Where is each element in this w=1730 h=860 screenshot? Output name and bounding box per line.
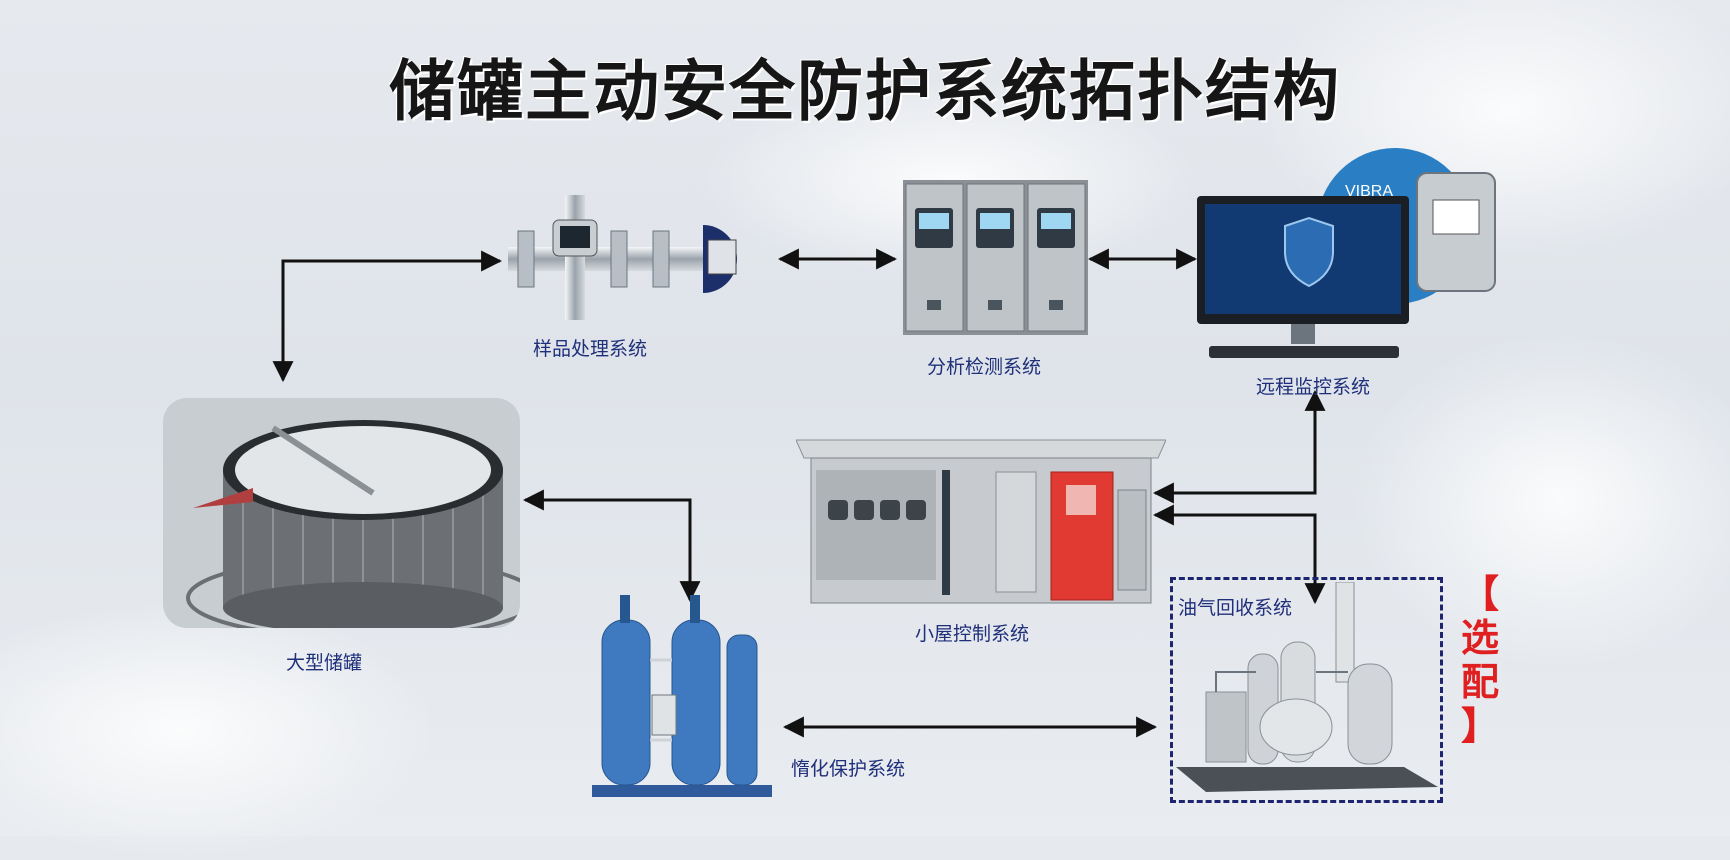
inerting-generator-unit[interactable] xyxy=(592,590,772,800)
optional-bracket-close: 】 xyxy=(1460,704,1499,748)
arrow-hut-remote xyxy=(1152,389,1326,504)
optional-tag: 【 选 配 】 xyxy=(1456,572,1504,748)
analysis-cabinet-unit[interactable] xyxy=(903,180,1088,335)
vapor-recovery-label: 油气回收系统 xyxy=(1178,597,1293,619)
cabinet-icon xyxy=(903,180,1088,335)
page-title: 储罐主动安全防护系统拓扑结构 xyxy=(389,53,1341,130)
optional-char-2: 配 xyxy=(1460,660,1499,704)
storage-tank-label: 大型储罐 xyxy=(286,652,363,674)
inerting-protection-label: 惰化保护系统 xyxy=(791,758,906,780)
shelter-control-unit[interactable] xyxy=(795,430,1167,605)
sample-processing-unit[interactable] xyxy=(503,195,773,320)
pipe-flange-icon xyxy=(508,195,737,320)
connection-arrows xyxy=(272,248,1326,738)
vapor-recovery-unit[interactable] xyxy=(1176,581,1438,797)
vapor-plant-icon xyxy=(1176,581,1438,792)
arrow-tank-sample xyxy=(272,250,503,383)
optional-bracket-open: 【 xyxy=(1460,572,1499,616)
analysis-detection-label: 分析检测系统 xyxy=(927,356,1042,378)
nitrogen-generator-icon xyxy=(592,595,772,797)
arrow-tank-inert xyxy=(522,489,701,603)
monitor-logo-text: VIBRA xyxy=(1345,183,1393,200)
shelter-icon xyxy=(795,439,1167,604)
remote-monitoring-label: 远程监控系统 xyxy=(1256,376,1371,398)
shelter-control-label: 小屋控制系统 xyxy=(915,623,1030,645)
storage-tank-unit[interactable] xyxy=(163,398,520,628)
optional-char-1: 选 xyxy=(1460,616,1499,660)
sample-processing-label: 样品处理系统 xyxy=(533,338,648,360)
remote-monitor-unit[interactable]: VIBRA xyxy=(1195,148,1505,366)
tank-icon xyxy=(186,420,520,628)
optional-dashed-box xyxy=(1170,577,1443,803)
arrow-hut-vapor xyxy=(1152,504,1326,605)
cloud-decoration xyxy=(0,600,440,860)
monitor-icon: VIBRA xyxy=(1197,148,1496,358)
cloud-decoration xyxy=(1350,330,1730,670)
